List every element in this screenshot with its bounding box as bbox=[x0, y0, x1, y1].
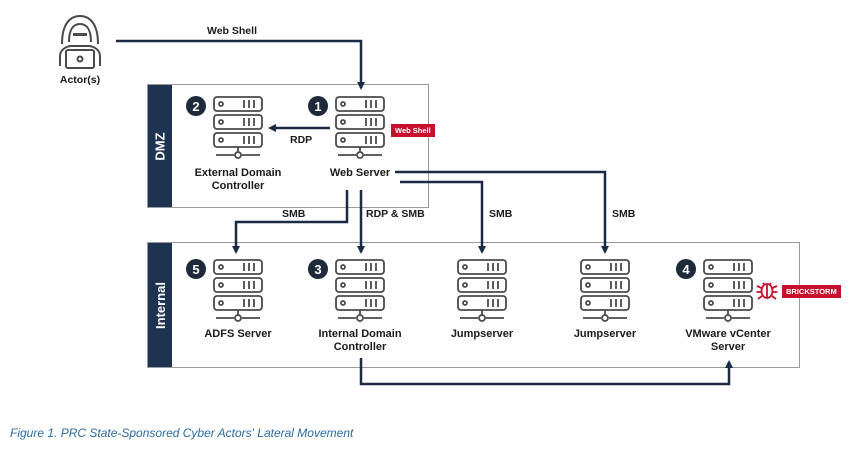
vcenter-label-line2: Server bbox=[710, 341, 746, 353]
external-dc-label-line2: Controller bbox=[211, 180, 265, 192]
adfs-server-node: ADFS Server bbox=[178, 258, 298, 341]
step-badge-4: 4 bbox=[676, 259, 696, 279]
web-server-node: Web Server bbox=[300, 95, 420, 180]
server-icon bbox=[213, 259, 263, 322]
dmz-zone-tab: DMZ bbox=[148, 85, 172, 207]
server-icon bbox=[335, 96, 385, 159]
edge-label-rdp: RDP bbox=[290, 134, 313, 146]
edge-label-rdp-smb: RDP & SMB bbox=[366, 208, 425, 220]
edge-smb-jumpserver-1 bbox=[400, 180, 486, 254]
internal-dc-label: Internal Domain Controller bbox=[300, 328, 420, 354]
vcenter-server-label: VMware vCenter Server bbox=[668, 328, 788, 354]
step-badge-1: 1 bbox=[308, 96, 328, 116]
edge-label-smb-jumpserver-1: SMB bbox=[489, 208, 513, 220]
adfs-server-label: ADFS Server bbox=[204, 328, 272, 340]
vcenter-server-node: VMware vCenter Server bbox=[668, 258, 788, 354]
actor-label: Actor(s) bbox=[59, 74, 101, 86]
internal-dc-node: Internal Domain Controller bbox=[300, 258, 420, 354]
figure-caption: Figure 1. PRC State-Sponsored Cyber Acto… bbox=[10, 426, 354, 440]
step-badge-2: 2 bbox=[186, 96, 206, 116]
jumpserver-2-label: Jumpserver bbox=[573, 328, 637, 340]
server-icon bbox=[580, 259, 630, 322]
internal-zone: Internal bbox=[147, 242, 800, 368]
brickstorm-tag: BRICKSTORM bbox=[782, 285, 841, 298]
internal-zone-tab: Internal bbox=[148, 243, 172, 367]
internal-dc-label-line2: Controller bbox=[333, 341, 387, 353]
step-badge-5: 5 bbox=[186, 259, 206, 279]
server-icon bbox=[213, 96, 263, 159]
hacker-icon bbox=[59, 14, 101, 69]
external-dc-label-line1: External Domain bbox=[194, 167, 282, 179]
actor-node: Actor(s) bbox=[40, 10, 120, 86]
step-badge-3: 3 bbox=[308, 259, 328, 279]
edge-smb-adfs bbox=[232, 190, 349, 254]
edge-smb-jumpserver-2 bbox=[395, 170, 609, 254]
external-dc-node: External Domain Controller bbox=[178, 95, 298, 193]
server-icon bbox=[457, 259, 507, 322]
web-shell-tag: Web Shell bbox=[391, 124, 435, 137]
external-dc-label: External Domain Controller bbox=[178, 167, 298, 193]
jumpserver-1-node: Jumpserver bbox=[422, 258, 542, 341]
jumpserver-2-node: Jumpserver bbox=[545, 258, 665, 341]
web-server-label: Web Server bbox=[329, 167, 391, 179]
server-icon bbox=[335, 259, 385, 322]
edge-label-web-shell: Web Shell bbox=[207, 25, 257, 37]
vcenter-label-line1: VMware vCenter bbox=[685, 328, 771, 340]
server-icon bbox=[703, 259, 753, 322]
edge-dc-to-vcenter bbox=[359, 358, 733, 386]
edge-web-shell bbox=[116, 39, 365, 90]
edge-label-smb-adfs: SMB bbox=[282, 208, 306, 220]
edge-label-smb-jumpserver-2: SMB bbox=[612, 208, 636, 220]
internal-dc-label-line1: Internal Domain bbox=[318, 328, 402, 340]
bug-icon bbox=[756, 282, 778, 300]
jumpserver-1-label: Jumpserver bbox=[450, 328, 514, 340]
